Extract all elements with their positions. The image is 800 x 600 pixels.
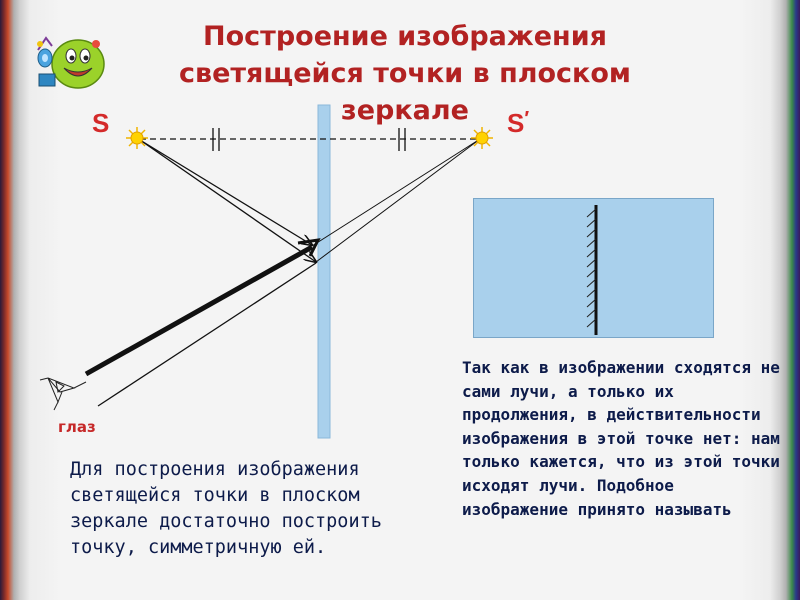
inset-mirror-drawing [586, 205, 598, 335]
smiley-face-icon [37, 36, 105, 89]
caption-right: Так как в изображении сходятся не сами л… [462, 358, 780, 519]
eye-sketch-icon [39, 377, 87, 411]
reflection-arrow [297, 238, 321, 257]
inset-mirror-panel [473, 198, 714, 338]
source-label: S [92, 108, 110, 138]
page-title: Построение изображения светящейся точки … [179, 21, 631, 126]
reflected-ray-2 [97, 262, 317, 407]
source-sun-icon [126, 127, 148, 149]
reflected-ray-1 [84, 244, 314, 377]
incident-ray-2 [139, 139, 316, 262]
caption-left: Для построения изображения светящейся то… [70, 459, 382, 558]
ray-extension-2 [315, 138, 481, 263]
image-label-prime: ′ [524, 108, 530, 130]
ray-extension-1 [311, 138, 481, 247]
image-label-letter: S [507, 108, 525, 138]
equal-segment-ticks [212, 128, 406, 151]
image-sun-icon [471, 127, 493, 149]
incident-ray-1 [139, 139, 312, 245]
image-label: S′ [507, 108, 529, 139]
mirror [317, 104, 331, 439]
eye-label: глаз [58, 418, 96, 436]
